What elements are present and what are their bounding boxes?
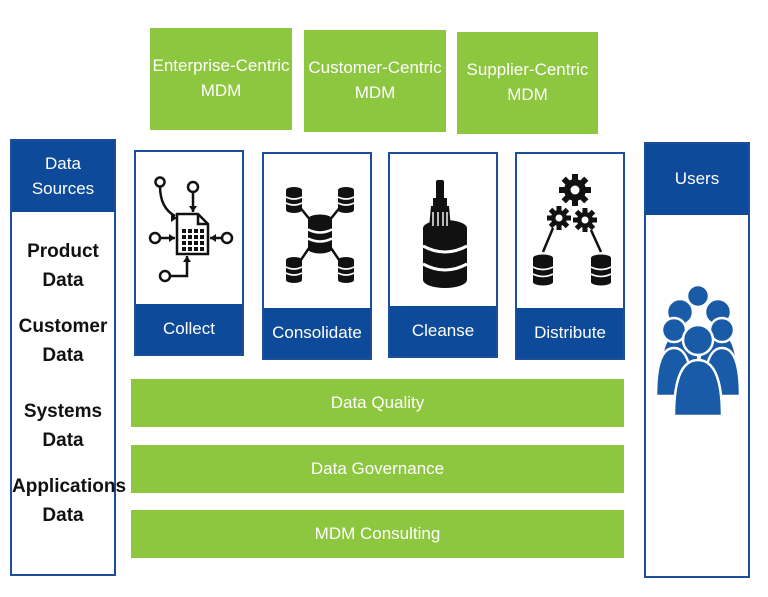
users-group-icon	[656, 284, 740, 418]
layer-mdm-consulting: MDM Consulting	[131, 510, 624, 558]
process-label-distribute: Distribute	[517, 308, 623, 358]
source-item-customer: Customer Data	[18, 316, 108, 366]
users-header: Users	[646, 144, 748, 215]
source-item-product: Product Data	[27, 241, 99, 291]
process-card-consolidate: Consolidate	[262, 152, 372, 360]
data-sources-panel: Data Sources Product Data Customer Data …	[10, 139, 127, 576]
users-title: Users	[674, 169, 720, 189]
strategy-label: Enterprise-Centric MDM	[152, 56, 290, 100]
document-hub-icon	[148, 176, 234, 283]
strategy-customer-centric: Customer-Centric MDM	[304, 30, 446, 132]
process-card-cleanse: Cleanse	[388, 152, 498, 358]
data-sources-title: Data Sources	[31, 153, 95, 198]
layer-label: Data Governance	[310, 458, 445, 478]
source-item-systems: Systems Data	[23, 401, 103, 451]
process-card-collect: Collect	[134, 150, 244, 356]
layer-data-governance: Data Governance	[131, 445, 624, 493]
source-item-applications: Applications Data	[12, 476, 127, 526]
process-card-distribute: Distribute	[515, 152, 625, 360]
gears-databases-icon	[532, 174, 612, 286]
process-label-cleanse: Cleanse	[390, 306, 496, 356]
strategy-enterprise-centric: Enterprise-Centric MDM	[150, 28, 292, 130]
strategy-label: Supplier-Centric MDM	[466, 60, 589, 104]
database-network-icon	[285, 186, 355, 284]
strategy-supplier-centric: Supplier-Centric MDM	[457, 32, 598, 134]
layer-label: MDM Consulting	[314, 523, 441, 543]
users-panel: Users	[644, 142, 750, 578]
layer-data-quality: Data Quality	[131, 379, 624, 427]
strategy-label: Customer-Centric MDM	[308, 58, 442, 102]
process-label-collect: Collect	[136, 304, 242, 354]
database-brush-icon	[422, 180, 468, 288]
process-label-consolidate: Consolidate	[264, 308, 370, 358]
data-sources-header: Data Sources	[12, 141, 114, 212]
layer-label: Data Quality	[330, 392, 425, 412]
